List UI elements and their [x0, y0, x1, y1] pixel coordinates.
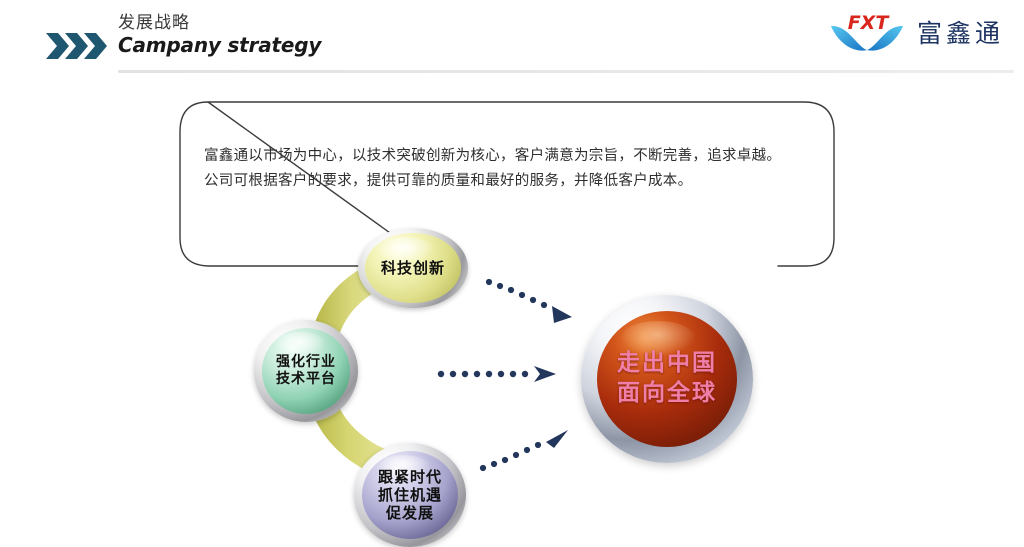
fxt-logo-icon: FXT	[829, 10, 907, 54]
page-title-cn: 发展战略	[118, 13, 190, 33]
node-innovation-label: 科技创新	[380, 258, 445, 277]
callout-border	[179, 101, 835, 267]
triple-chevron-right-icon	[44, 31, 110, 61]
node-opportunity[interactable]: 跟紧时代 抓住机遇 促发展	[354, 443, 466, 547]
statement-line-1: 富鑫通以市场为中心，以技术突破创新为核心，客户满意为宗旨，不断完善，追求卓越。	[204, 148, 782, 164]
company-name: 富鑫通	[916, 19, 1004, 48]
node-global-goal-label: 走出中国 面向全球	[617, 350, 717, 406]
node-global-goal[interactable]: 走出中国 面向全球	[581, 295, 753, 463]
arrow-opportunity-to-goal	[479, 430, 568, 472]
node-platform-label: 强化行业 技术平台	[276, 353, 336, 387]
arrow-platform-to-goal	[437, 366, 556, 382]
arrow-innovation-to-goal	[485, 278, 572, 323]
statement-line-2: 公司可根据客户的要求，提供可靠的质量和最好的服务，并降低客户成本。	[204, 173, 693, 189]
slide-header: 发展战略 Campany strategy	[0, 0, 1024, 80]
node-platform[interactable]: 强化行业 技术平台	[254, 320, 358, 422]
node-innovation[interactable]: 科技创新	[358, 228, 468, 308]
company-logo: FXT 富鑫通	[829, 8, 1004, 56]
node-opportunity-label: 跟紧时代 抓住机遇 促发展	[377, 467, 442, 523]
statement-callout: 富鑫通以市场为中心，以技术突破创新为核心，客户满意为宗旨，不断完善，追求卓越。 …	[178, 100, 835, 268]
page-title-en: Campany strategy	[118, 33, 322, 57]
header-divider	[118, 70, 1014, 73]
svg-text:FXT: FXT	[848, 12, 891, 34]
statement-text: 富鑫通以市场为中心，以技术突破创新为核心，客户满意为宗旨，不断完善，追求卓越。 …	[204, 144, 812, 194]
